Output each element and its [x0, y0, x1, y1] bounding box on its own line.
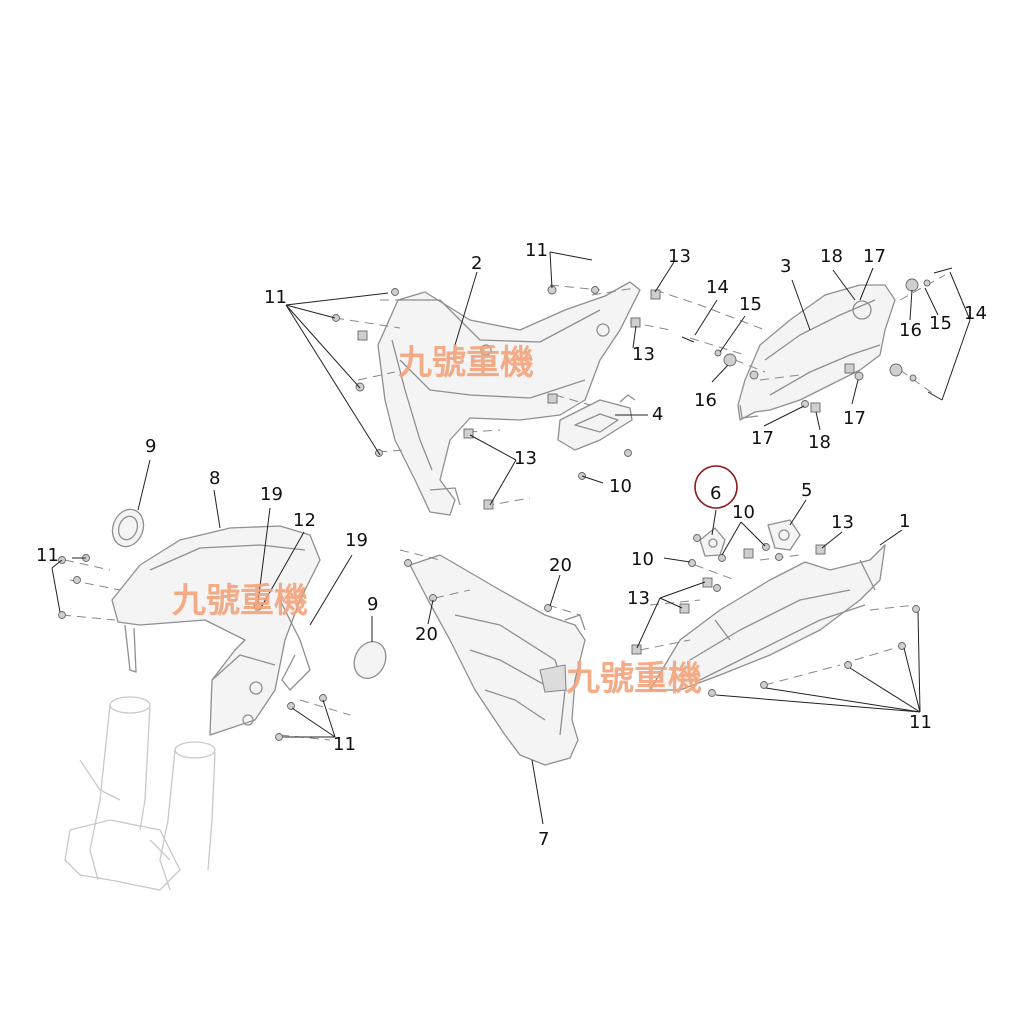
callout-10-c: 10 — [631, 549, 654, 570]
callout-1: 1 — [899, 511, 910, 532]
callout-16-b: 16 — [899, 320, 922, 341]
watermark-3: 九號重機 — [566, 659, 702, 699]
callout-13-b: 13 — [632, 344, 655, 365]
part-5-bracket — [767, 519, 801, 551]
callout-20-a: 20 — [549, 555, 572, 576]
front-fork-ghost — [64, 696, 216, 891]
watermark-1: 九號重機 — [398, 343, 534, 383]
part-4-bracket — [557, 394, 636, 451]
watermarks: 九號重機 九號重機 九號重機 — [172, 343, 702, 699]
callout-17-c: 17 — [843, 408, 866, 429]
fasteners — [58, 267, 953, 741]
callout-14-a: 14 — [706, 277, 729, 298]
callout-15-a: 15 — [739, 294, 762, 315]
callout-11-d: 11 — [333, 734, 356, 755]
callout-6: 6 — [710, 483, 721, 504]
callout-19-b: 19 — [345, 530, 368, 551]
callout-2: 2 — [471, 253, 482, 274]
callout-8: 8 — [209, 468, 220, 489]
callout-18-b: 18 — [808, 432, 831, 453]
callout-11-a: 11 — [264, 287, 287, 308]
callout-16-a: 16 — [694, 390, 717, 411]
part-2-side-panel — [377, 281, 641, 516]
callout-5: 5 — [801, 480, 812, 501]
part-8-front-fender — [111, 525, 321, 736]
part-1-lower-panel — [649, 544, 886, 691]
callout-9-right: 9 — [367, 594, 378, 615]
callout-12: 12 — [293, 510, 316, 531]
callout-17-a: 17 — [863, 246, 886, 267]
callout-18-a: 18 — [820, 246, 843, 267]
callout-14-b: 14 — [964, 303, 987, 324]
part-7-center-cowl — [409, 554, 586, 766]
callout-13-a: 13 — [668, 246, 691, 267]
callout-7: 7 — [538, 829, 549, 850]
callout-10-a: 10 — [609, 476, 632, 497]
callout-10-b: 10 — [732, 502, 755, 523]
callout-20-b: 20 — [415, 624, 438, 645]
callout-13-e: 13 — [627, 588, 650, 609]
callout-9-top: 9 — [145, 436, 156, 457]
callout-13-c: 13 — [514, 448, 537, 469]
callout-labels: 1 2 3 4 5 6 7 8 9 9 10 10 10 11 11 11 11… — [36, 240, 987, 850]
callout-11-b: 11 — [525, 240, 548, 261]
callout-17-b: 17 — [751, 428, 774, 449]
callout-19-a: 19 — [260, 484, 283, 505]
callout-15-b: 15 — [929, 313, 952, 334]
callout-3: 3 — [780, 256, 791, 277]
callout-11-e: 11 — [909, 712, 932, 733]
callout-13-d: 13 — [831, 512, 854, 533]
leader-lines — [51, 251, 971, 825]
part-9-caps — [111, 508, 387, 679]
part-3-bracket — [737, 284, 896, 421]
watermark-2: 九號重機 — [172, 581, 308, 621]
callout-11-c: 11 — [36, 545, 59, 566]
callout-4: 4 — [652, 404, 663, 425]
highlight-circle — [694, 465, 738, 509]
